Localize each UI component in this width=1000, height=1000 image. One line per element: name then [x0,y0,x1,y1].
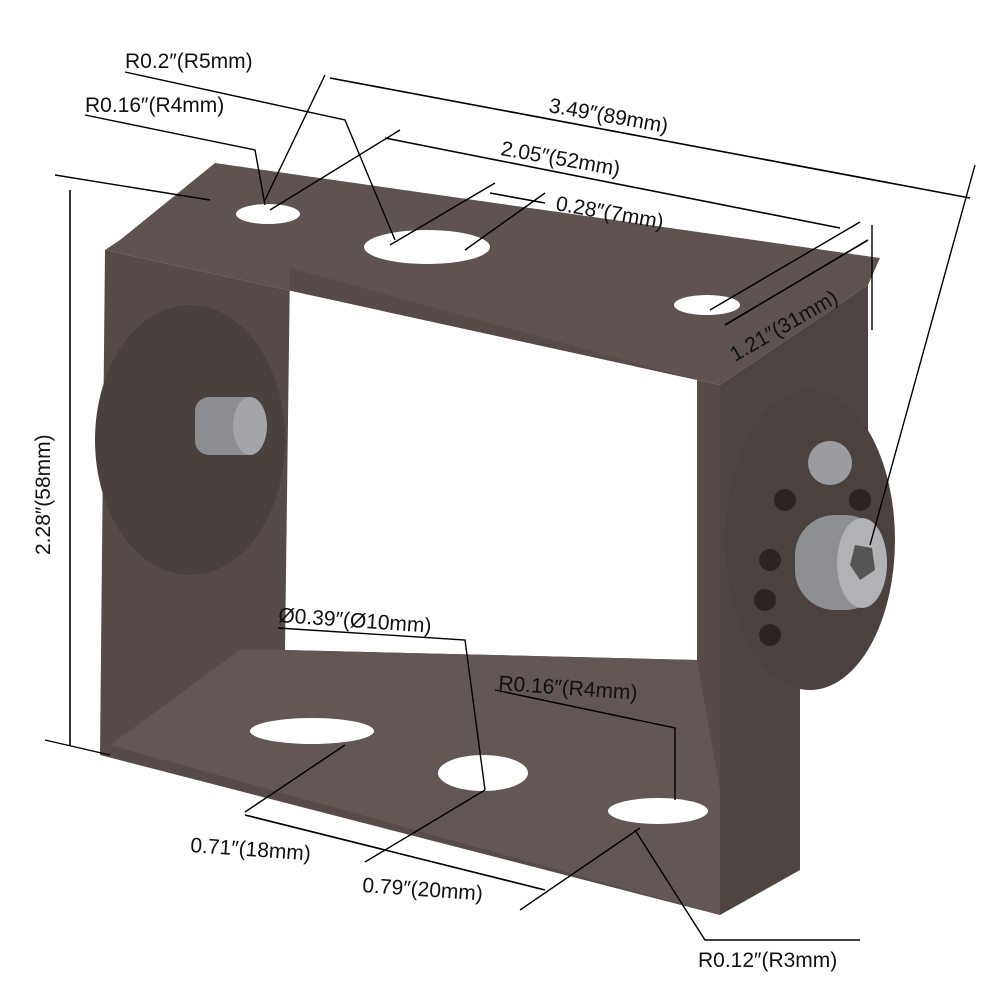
bracket [95,163,895,915]
adjust-hole [759,549,781,571]
label-top-hole-radius-large: R0.2″(R5mm) [125,50,253,73]
adjust-hole [754,589,776,611]
bottom-keyhole-right [608,798,708,824]
bottom-plate [110,650,720,915]
top-plate [105,163,880,385]
label-height: 2.28″(58mm) [32,434,55,555]
adjust-hole [759,624,781,646]
dimension-lines [44,71,976,941]
label-hole-spacing-top: 2.05″(52mm) [499,137,622,181]
top-hole-left [236,204,300,224]
top-hole-right [674,295,740,315]
hex-socket-icon [850,545,875,580]
label-keyhole-radius: R0.12″(R3mm) [698,949,837,972]
left-pin-end [233,397,267,455]
label-overall-length: 3.49″(89mm) [547,94,670,138]
adjust-hole [849,489,871,511]
top-slot-center [364,230,490,264]
label-top-hole-radius-small: R0.16″(R4mm) [85,94,224,117]
left-pivot-plate [95,305,285,575]
adjust-hole [774,489,796,511]
screw-head [808,441,852,485]
label-spacing-left: 0.71″(18mm) [190,834,312,865]
bottom-keyhole-left [250,718,374,744]
label-spacing-right: 0.79″(20mm) [362,874,484,905]
